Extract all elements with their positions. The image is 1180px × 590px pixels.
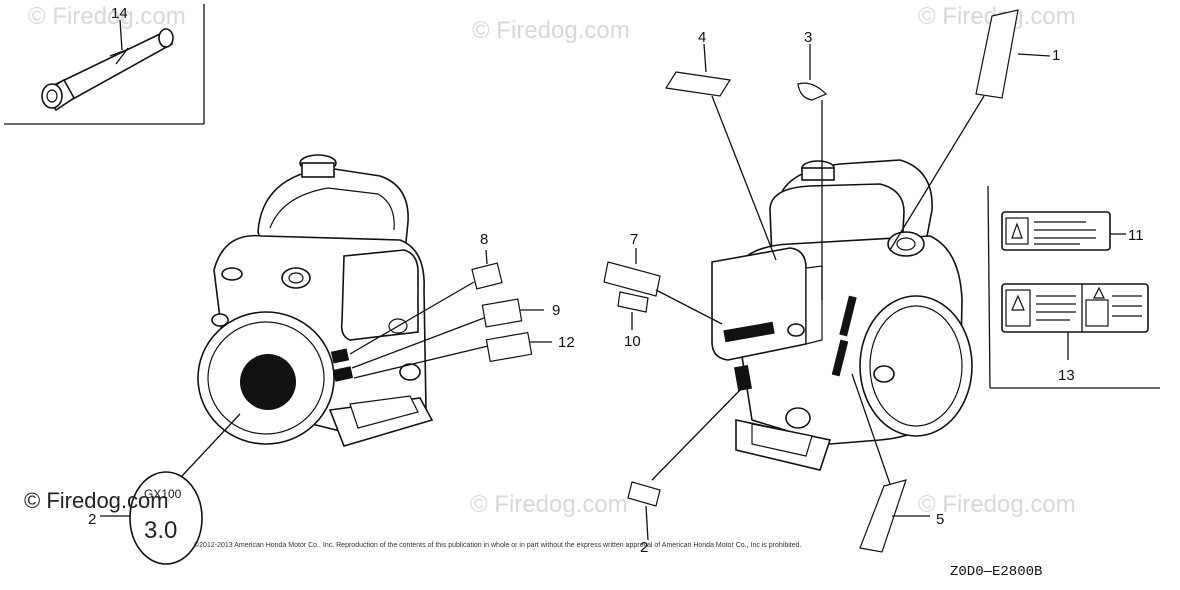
callout-10: 10: [624, 333, 641, 350]
label-10: [617, 291, 649, 313]
leader-line: [851, 373, 891, 485]
spark-plug-wrench-illustration: [41, 28, 174, 112]
engine-illustration-left: [197, 154, 434, 447]
label-3: [797, 82, 828, 101]
callout-13: 13: [1058, 367, 1075, 384]
disc-label-2: GX100 3.0: [129, 471, 203, 565]
watermark: © Firedog.com: [28, 3, 186, 30]
label-2-right: [627, 481, 661, 507]
callout-1: 1: [1052, 47, 1060, 64]
leader-line: [181, 413, 241, 477]
copyright-notice: ©2012-2013 American Honda Motor Co., Inc…: [194, 541, 802, 549]
leader-line: [1017, 53, 1051, 57]
leader-line: [119, 19, 123, 51]
watermark-dark: © Firedog.com: [24, 488, 169, 513]
leader-line: [651, 387, 743, 481]
disc-value-text: 3.0: [144, 517, 177, 544]
warning-labels-inset: 11 13: [987, 185, 1160, 389]
leader-line: [351, 317, 485, 369]
callout-2: 2: [88, 511, 96, 528]
watermark: © Firedog.com: [472, 17, 630, 44]
leader-line: [349, 281, 475, 355]
leader-line: [711, 95, 777, 261]
inset-border: [987, 185, 991, 389]
callout-4: 4: [698, 29, 706, 46]
callout-11: 11: [1128, 227, 1144, 244]
label-7: [603, 261, 661, 297]
label-9: [481, 298, 523, 328]
label-4: [665, 71, 731, 97]
leader-line: [655, 289, 723, 325]
label-5: [859, 479, 907, 553]
callout-5: 5: [936, 511, 944, 528]
warning-label-11: [1001, 211, 1111, 251]
label-1: [975, 9, 1019, 99]
leader-line: [889, 95, 985, 251]
leader-line: [645, 505, 649, 541]
leader-line: [353, 345, 489, 379]
watermark: © Firedog.com: [918, 491, 1076, 518]
tool-inset: 14: [4, 4, 205, 125]
callout-12: 12: [558, 334, 575, 351]
engine-illustration-right: [711, 159, 973, 471]
callout-14: 14: [111, 5, 128, 22]
watermark: © Firedog.com: [470, 491, 628, 518]
diagram-code: Z0D0—E2800B: [950, 564, 1042, 580]
disc-model-text: GX100: [144, 487, 182, 501]
warning-label-13: [1001, 283, 1149, 333]
callout-8: 8: [480, 231, 488, 248]
label-8: [471, 262, 503, 290]
leader-line: [703, 43, 707, 73]
callout-2-right: 2: [640, 539, 648, 556]
callout-7: 7: [630, 231, 638, 248]
label-12: [485, 331, 533, 363]
callout-3: 3: [804, 29, 812, 46]
callout-9: 9: [552, 302, 560, 319]
leader-line: [485, 249, 488, 265]
